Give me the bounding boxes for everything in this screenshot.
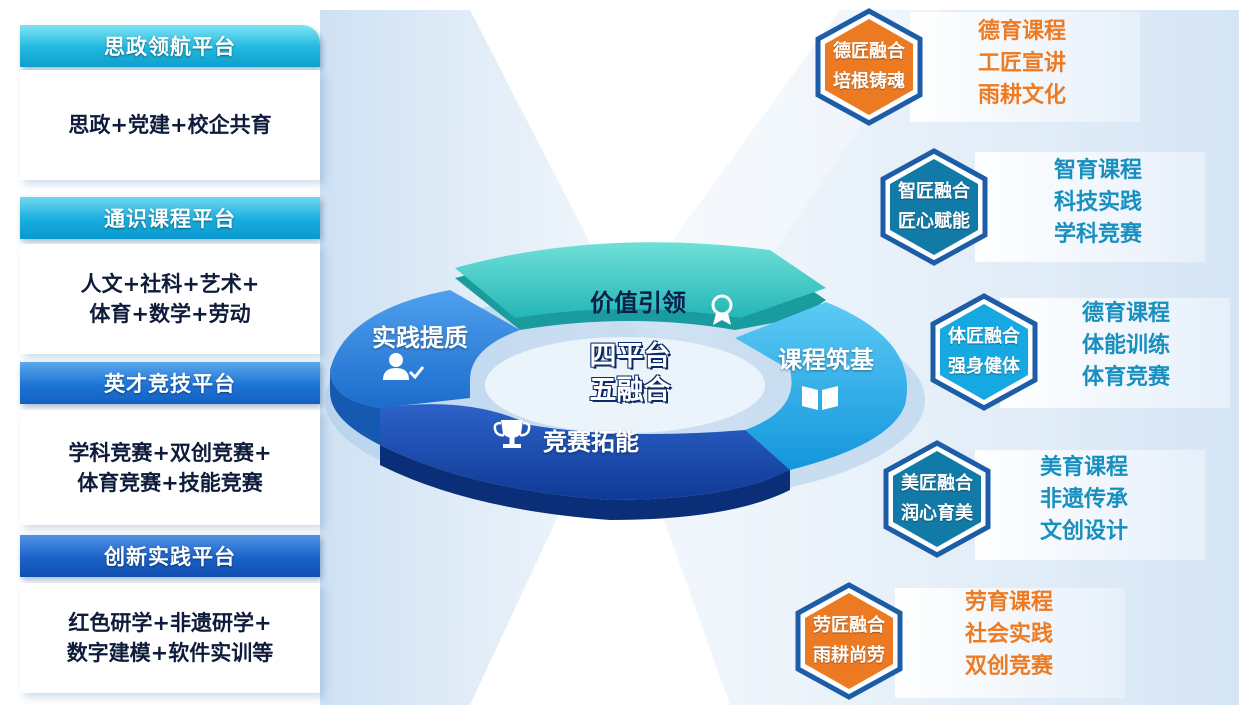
fusion-hexagon-aesthetic: 美匠融合 润心育美 [878, 440, 996, 558]
open-book-icon [802, 386, 838, 410]
fusion-item: 体育竞赛 [1082, 365, 1171, 390]
segment-label-curriculum: 课程筑基 [778, 346, 874, 374]
hexagon-fill [825, 19, 913, 115]
trophy-icon [493, 420, 531, 448]
hexagon-shape [883, 440, 991, 558]
fusion-item-list: 智育课程 科技实践 学科竞赛 [1054, 155, 1142, 251]
platform-body-practice: 红色研学+非遗研学+ 数字建模+软件实训等 [20, 583, 320, 693]
platform-line: 红色研学+非遗研学+ [68, 611, 272, 635]
fusion-band [1000, 298, 1230, 408]
fusion-title-line: 智匠融合 [898, 181, 970, 202]
fusion-item: 美育课程 [1040, 455, 1129, 480]
hexagon-shape [795, 582, 903, 700]
fusion-title-line: 德匠融合 [833, 41, 905, 62]
fusion-title: 美匠融合 润心育美 [878, 440, 996, 558]
hexagon-fill [805, 593, 893, 689]
platform-title-competition: 英才竞技平台 [20, 362, 320, 404]
center-title-line: 四平台 [589, 341, 671, 372]
award-ribbon-icon [711, 294, 733, 325]
fusion-title-line: 雨耕尚劳 [813, 645, 885, 666]
platform-line: 学科竞赛+双创竞赛+ [68, 440, 272, 465]
fusion-title-line: 强身健体 [948, 356, 1020, 377]
platform-line: 思政+党建+校企共育 [68, 113, 272, 137]
fusion-item-list: 美育课程 非遗传承 文创设计 [1040, 452, 1128, 548]
hexagon-fill [893, 451, 981, 547]
platform-line: 体育+数学+劳动 [89, 302, 251, 326]
platform-title-general-courses: 通识课程平台 [20, 197, 320, 239]
fusion-item: 雨耕文化 [978, 83, 1067, 108]
fusion-hexagon-physical: 体匠融合 强身健体 [925, 293, 1043, 411]
fusion-item: 体能训练 [1082, 333, 1171, 358]
fusion-item-list: 劳育课程 社会实践 双创竞赛 [965, 587, 1053, 683]
fusion-title-line: 匠心赋能 [898, 211, 970, 232]
fusion-item: 智育课程 [1054, 158, 1143, 183]
hexagon-shape [880, 148, 988, 266]
fusion-item: 社会实践 [965, 622, 1054, 647]
center-title-line: 五融合 [589, 375, 671, 406]
fusion-item: 劳育课程 [965, 590, 1054, 615]
fusion-hexagon-moral: 德匠融合 培根铸魂 [810, 8, 928, 126]
platform-body-general-courses: 人文+社科+艺术+ 体育+数学+劳动 [20, 244, 320, 354]
segment-label-value-guidance: 价值引领 [590, 289, 686, 317]
segment-label-competition: 竞赛拓能 [543, 428, 639, 456]
hexagon-shape [815, 8, 923, 126]
fusion-title-line: 体匠融合 [948, 326, 1020, 347]
center-title: 四平台 五融合 [570, 340, 690, 408]
fusion-title-line: 培根铸魂 [833, 71, 905, 92]
hexagon-shape [930, 293, 1038, 411]
fusion-title-line: 润心育美 [901, 503, 973, 524]
hexagon-fill [890, 159, 978, 255]
fusion-title-line: 劳匠融合 [813, 615, 885, 636]
platform-title-ideology: 思政领航平台 [20, 25, 320, 67]
platform-line: 数字建模+软件实训等 [66, 641, 274, 665]
hexagon-fill [940, 304, 1028, 400]
segment-label-practice: 实践提质 [372, 324, 468, 352]
fusion-item: 工匠宣讲 [978, 51, 1067, 76]
platform-line: 体育竞赛+技能竞赛 [77, 470, 263, 495]
fusion-item: 双创竞赛 [965, 654, 1054, 679]
fusion-hexagon-intellect: 智匠融合 匠心赋能 [875, 148, 993, 266]
fusion-hexagon-labor: 劳匠融合 雨耕尚劳 [790, 582, 908, 700]
fusion-item-list: 德育课程 工匠宣讲 雨耕文化 [978, 16, 1066, 112]
fusion-item: 学科竞赛 [1054, 222, 1143, 247]
fusion-item-list: 德育课程 体能训练 体育竞赛 [1082, 298, 1170, 394]
platform-body-competition: 学科竞赛+双创竞赛+ 体育竞赛+技能竞赛 [20, 410, 320, 525]
fusion-item: 德育课程 [1082, 301, 1171, 326]
fusion-band [895, 588, 1125, 698]
fusion-band [975, 152, 1205, 262]
fusion-item: 文创设计 [1040, 519, 1129, 544]
person-check-icon [383, 353, 425, 380]
fusion-band [910, 12, 1140, 122]
platform-body-ideology: 思政+党建+校企共育 [20, 70, 320, 180]
fusion-title: 德匠融合 培根铸魂 [810, 8, 928, 126]
fusion-title: 智匠融合 匠心赋能 [875, 148, 993, 266]
fusion-title: 体匠融合 强身健体 [925, 293, 1043, 411]
fusion-band [975, 450, 1205, 560]
fusion-item: 德育课程 [978, 19, 1067, 44]
fusion-title-line: 美匠融合 [901, 473, 973, 494]
fusion-item: 非遗传承 [1040, 487, 1129, 512]
platform-title-practice: 创新实践平台 [20, 535, 320, 577]
fusion-item: 科技实践 [1054, 190, 1143, 215]
fusion-title: 劳匠融合 雨耕尚劳 [790, 582, 908, 700]
platform-line: 人文+社科+艺术+ [80, 272, 260, 296]
